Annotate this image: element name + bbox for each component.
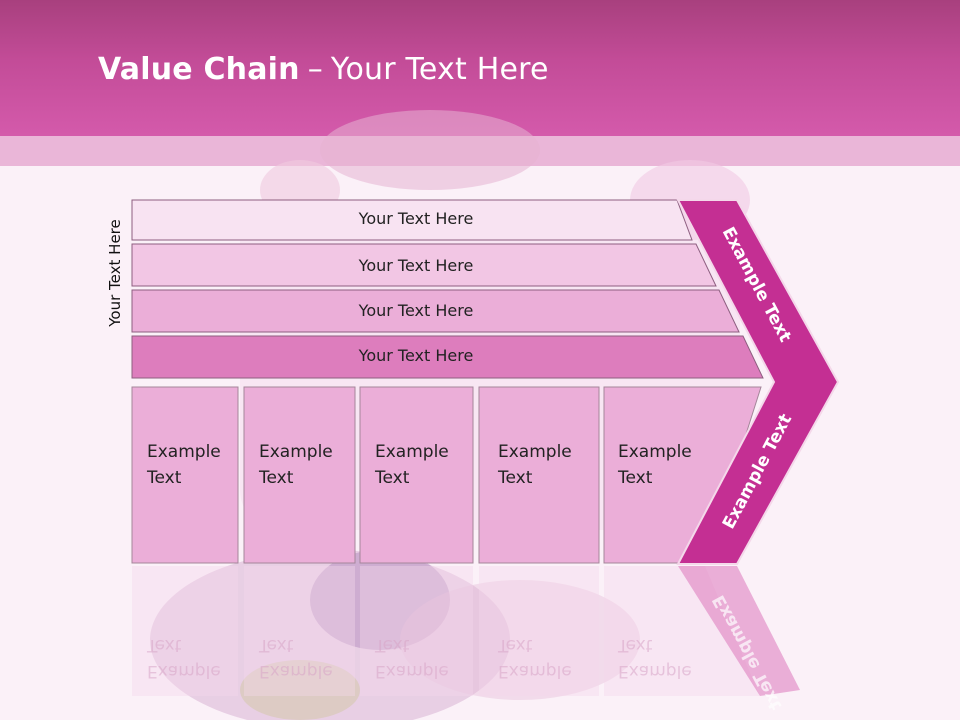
box-4-line1: Example: [498, 442, 572, 462]
box-3-line1: Example: [375, 442, 449, 462]
box-3-reflection: [360, 566, 473, 696]
box-1-reflection-line2: Text: [147, 635, 182, 655]
box-3-line2: Text: [375, 468, 410, 488]
layer-bar-2: [131, 243, 717, 287]
box-5-reflection-text: Example Text: [618, 632, 692, 684]
box-2-reflection-line2: Text: [259, 635, 294, 655]
box-5-reflection-line1: Example: [618, 661, 692, 681]
box-2-line2: Text: [259, 468, 294, 488]
box-1-reflection: [132, 566, 238, 696]
layer-bar-3: [131, 289, 740, 333]
layer-label-4: Your Text Here: [358, 346, 474, 365]
box-3-reflection-text: Example Text: [375, 632, 449, 684]
box-4-reflection-line2: Text: [498, 635, 533, 655]
box-5-text: Example Text: [618, 439, 692, 491]
box-5-reflection-line2: Text: [618, 635, 653, 655]
box-4-reflection-line1: Example: [498, 661, 572, 681]
box-2-line1: Example: [259, 442, 333, 462]
box-2-reflection-text: Example Text: [259, 632, 333, 684]
box-4-line2: Text: [498, 468, 533, 488]
box-1: [131, 386, 239, 564]
chevron-arrow: [676, 199, 840, 565]
title-bold: Value Chain: [98, 52, 300, 87]
page-title: Value Chain–Your Text Here: [98, 52, 549, 87]
layer-bar-1: [131, 199, 693, 241]
layer-label-2: Your Text Here: [358, 256, 474, 275]
box-1-line2: Text: [147, 468, 182, 488]
box-3: [359, 386, 474, 564]
box-4-reflection: [479, 566, 599, 696]
box-5-line2: Text: [618, 468, 653, 488]
box-2-reflection: [244, 566, 355, 696]
box-2-text: Example Text: [259, 439, 333, 491]
box-2-reflection-line1: Example: [259, 661, 333, 681]
title-rest: Your Text Here: [330, 52, 549, 87]
box-3-reflection-line2: Text: [375, 635, 410, 655]
layer-bar-4: [131, 335, 764, 379]
box-1-line1: Example: [147, 442, 221, 462]
layer-label-1: Your Text Here: [358, 209, 474, 228]
box-1-text: Example Text: [147, 439, 221, 491]
layer-label-3: Your Text Here: [358, 301, 474, 320]
box-1-reflection-line1: Example: [147, 661, 221, 681]
header-bar: [0, 0, 960, 136]
chevron-reflection: [678, 566, 800, 696]
box-3-text: Example Text: [375, 439, 449, 491]
title-separator: –: [307, 52, 323, 87]
box-1-reflection-text: Example Text: [147, 632, 221, 684]
box-4-text: Example Text: [498, 439, 572, 491]
box-3-reflection-line1: Example: [375, 661, 449, 681]
box-5-line1: Example: [618, 442, 692, 462]
box-4: [478, 386, 600, 564]
box-5-reflection: [604, 566, 760, 696]
side-label: Your Text Here: [106, 219, 124, 327]
box-4-reflection-text: Example Text: [498, 632, 572, 684]
box-2: [243, 386, 356, 564]
